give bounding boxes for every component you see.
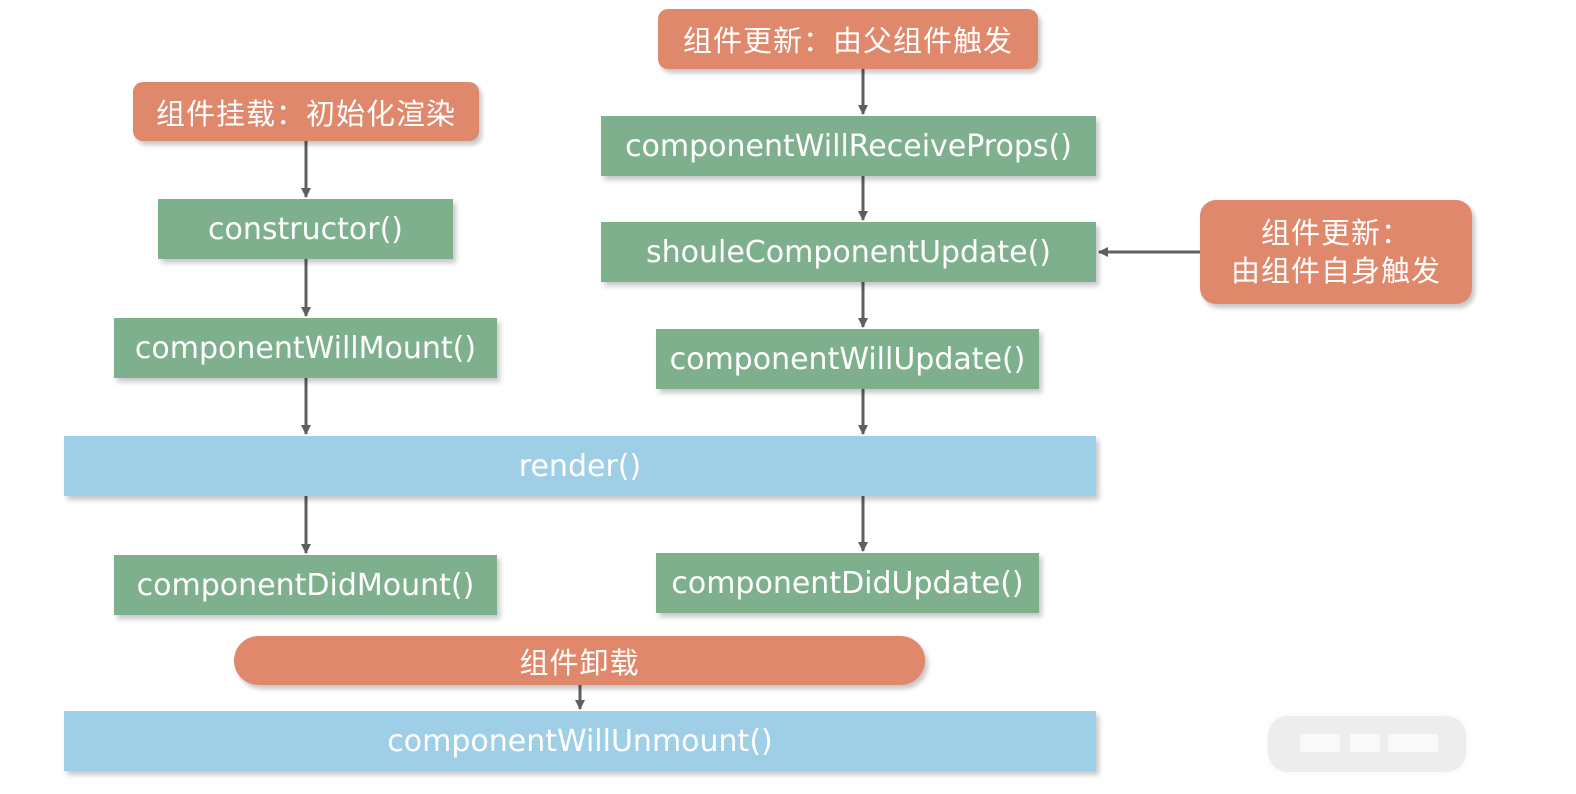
unmount-trigger-node: 组件卸载 xyxy=(234,636,925,685)
self-update-line-2: 由组件自身触发 xyxy=(1230,254,1441,288)
self-update-trigger-node: 组件更新： 由组件自身触发 xyxy=(1200,200,1472,304)
parent-update-trigger-node: 组件更新：由父组件触发 xyxy=(658,9,1038,69)
constructor-node: constructor() xyxy=(158,199,453,259)
watermark-badge xyxy=(1268,716,1466,772)
component-did-mount-node: componentDidMount() xyxy=(114,555,497,615)
component-will-unmount-node: componentWillUnmount() xyxy=(64,711,1096,771)
render-node: render() xyxy=(64,436,1096,496)
component-will-mount-node: componentWillMount() xyxy=(114,318,497,378)
mount-trigger-node: 组件挂载：初始化渲染 xyxy=(133,82,479,141)
component-did-update-node: componentDidUpdate() xyxy=(656,553,1039,613)
component-will-receive-props-node: componentWillReceiveProps() xyxy=(601,116,1096,176)
should-component-update-node: shouleComponentUpdate() xyxy=(601,222,1096,282)
component-will-update-node: componentWillUpdate() xyxy=(656,329,1039,389)
self-update-line-1: 组件更新： xyxy=(1260,216,1411,250)
